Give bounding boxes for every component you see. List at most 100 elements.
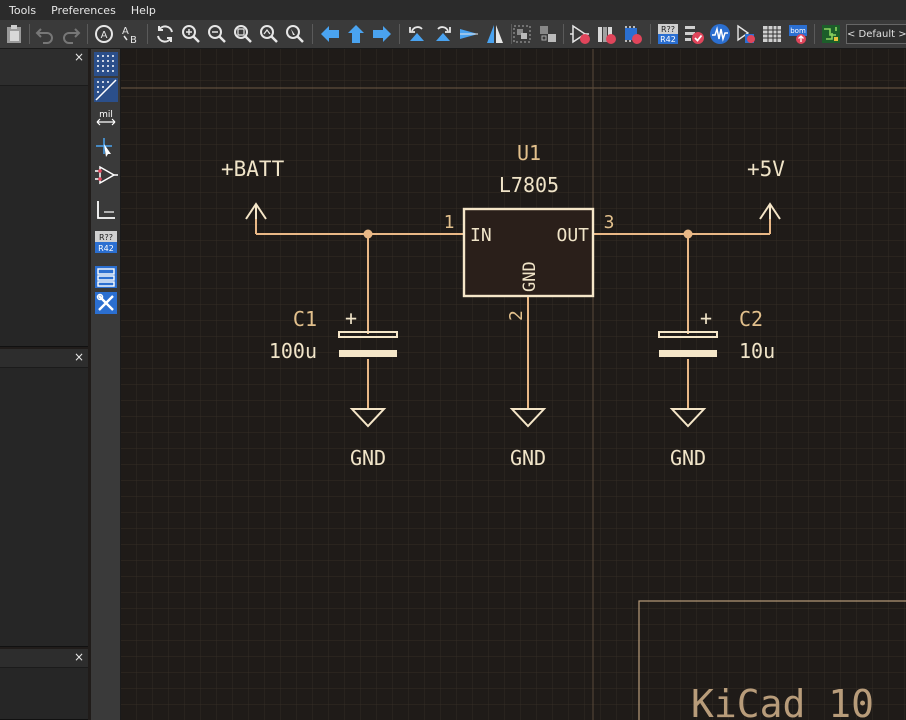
- regulator-pin2-number: 2: [506, 310, 527, 321]
- grid-background: [121, 49, 906, 720]
- footprint-icon: [625, 26, 642, 44]
- find-text-icon: A: [95, 25, 113, 43]
- c2-plate-negative[interactable]: [659, 350, 717, 357]
- zoom-out-icon: [208, 25, 226, 43]
- gnd-symbol-c2[interactable]: [669, 408, 707, 428]
- menu-preferences[interactable]: Preferences: [51, 3, 116, 17]
- bom-button[interactable]: bom: [786, 22, 810, 46]
- redo-icon: [63, 28, 81, 44]
- menu-help[interactable]: Help: [130, 3, 156, 17]
- refresh-button[interactable]: [153, 22, 177, 46]
- c2-plate-positive[interactable]: [658, 331, 718, 338]
- c2-polarity: +: [700, 306, 712, 330]
- c1-polarity: +: [345, 306, 357, 330]
- svg-text:R??: R??: [98, 233, 112, 242]
- simulator-icon: [710, 24, 730, 44]
- symbol-library-button[interactable]: [594, 22, 618, 46]
- rotate-ccw-button[interactable]: [405, 22, 429, 46]
- group-button[interactable]: [510, 22, 534, 46]
- library-icon: [598, 27, 616, 44]
- erc-button[interactable]: [682, 22, 706, 46]
- mirror-vertical-button[interactable]: [457, 22, 481, 46]
- power-symbol-batt[interactable]: [245, 202, 267, 220]
- switch-to-pcb-button[interactable]: [819, 22, 843, 46]
- menu-tools[interactable]: Tools: [9, 3, 37, 17]
- toolbar-separator: [312, 24, 313, 44]
- annotate-toggle-button[interactable]: R?? R42: [93, 229, 118, 254]
- grid-overrides-button[interactable]: [93, 77, 118, 102]
- gnd-symbol-c1[interactable]: [349, 408, 387, 428]
- layer-preset-select[interactable]: < Default >: [846, 24, 906, 44]
- zoom-objects-button[interactable]: [257, 22, 281, 46]
- navigate-up-button[interactable]: [344, 22, 368, 46]
- gnd-symbol-u1[interactable]: [509, 408, 547, 428]
- erc-check-icon: [685, 26, 704, 44]
- cursor-style-button[interactable]: [93, 133, 118, 158]
- regulator-ref: U1: [517, 141, 541, 165]
- rotate-cw-button[interactable]: [431, 22, 455, 46]
- hierarchy-navigator-button[interactable]: [93, 264, 118, 289]
- grid-toggle-button[interactable]: [93, 51, 118, 76]
- symbol-editor-button[interactable]: [568, 22, 592, 46]
- zoom-in-button[interactable]: [179, 22, 203, 46]
- mirror-horizontal-button[interactable]: [483, 22, 507, 46]
- regulator-pin3-number: 3: [604, 212, 615, 233]
- gnd-label: GND: [670, 446, 706, 470]
- mirror-vertical-icon: [460, 29, 478, 39]
- zoom-fit-button[interactable]: [231, 22, 255, 46]
- schematic-canvas[interactable]: KiCad 10 +BATT +5V U1 L7805 IN OUT GND 1…: [121, 49, 906, 720]
- paste-button[interactable]: [2, 22, 26, 46]
- power-label-5v: +5V: [747, 157, 785, 181]
- redo-button[interactable]: [59, 22, 83, 46]
- regulator-body[interactable]: [462, 207, 595, 298]
- grid-dots-icon: [93, 51, 118, 76]
- zoom-selection-button[interactable]: [283, 22, 307, 46]
- side-panel-middle: ×: [0, 349, 88, 647]
- power-label-batt: +BATT: [221, 157, 285, 181]
- find-button[interactable]: A: [92, 22, 116, 46]
- title-block-frame: [638, 600, 906, 720]
- power-symbol-5v[interactable]: [759, 202, 781, 220]
- toolbar-separator: [650, 24, 651, 44]
- zoom-out-button[interactable]: [205, 22, 229, 46]
- annotate-icon: R??R42: [658, 24, 678, 44]
- assign-footprints-button[interactable]: [734, 22, 758, 46]
- simulator-button[interactable]: [708, 22, 732, 46]
- units-button[interactable]: mil: [93, 105, 118, 130]
- properties-manager-button[interactable]: [93, 290, 118, 315]
- c1-plate-positive[interactable]: [338, 331, 398, 338]
- navigate-forward-button[interactable]: [370, 22, 394, 46]
- line-mode-button[interactable]: [93, 197, 118, 222]
- hidden-pins-button[interactable]: [93, 162, 118, 187]
- arrow-left-icon: [321, 26, 339, 42]
- undo-button[interactable]: [33, 22, 57, 46]
- fields-table-button[interactable]: [760, 22, 784, 46]
- toolbar-separator: [511, 24, 512, 44]
- title-block-text: KiCad 10: [691, 682, 874, 720]
- close-icon[interactable]: ×: [73, 650, 84, 664]
- panel-content: [0, 667, 88, 719]
- wires: [255, 209, 771, 409]
- hierarchy-icon: [94, 265, 117, 288]
- annotate-button[interactable]: R??R42: [656, 22, 680, 46]
- grid-override-icon: [93, 77, 118, 102]
- footprint-editor-button[interactable]: [620, 22, 644, 46]
- close-icon[interactable]: ×: [73, 50, 84, 64]
- navigate-back-button[interactable]: [318, 22, 342, 46]
- c2-ref: C2: [739, 307, 763, 331]
- panel-header: ×: [0, 49, 88, 65]
- svg-text:B: B: [130, 35, 137, 45]
- svg-text:R42: R42: [98, 244, 114, 253]
- toolbar-separator: [29, 24, 30, 44]
- c1-plate-negative[interactable]: [339, 350, 397, 357]
- ungroup-button[interactable]: [536, 22, 560, 46]
- find-replace-icon: AB: [122, 26, 137, 45]
- cursor-icon: [95, 137, 112, 157]
- regulator-value: L7805: [499, 173, 559, 197]
- close-icon[interactable]: ×: [73, 350, 84, 364]
- mirror-horizontal-icon: [487, 25, 503, 43]
- junction-dot: [683, 229, 693, 239]
- svg-text:A: A: [101, 30, 108, 41]
